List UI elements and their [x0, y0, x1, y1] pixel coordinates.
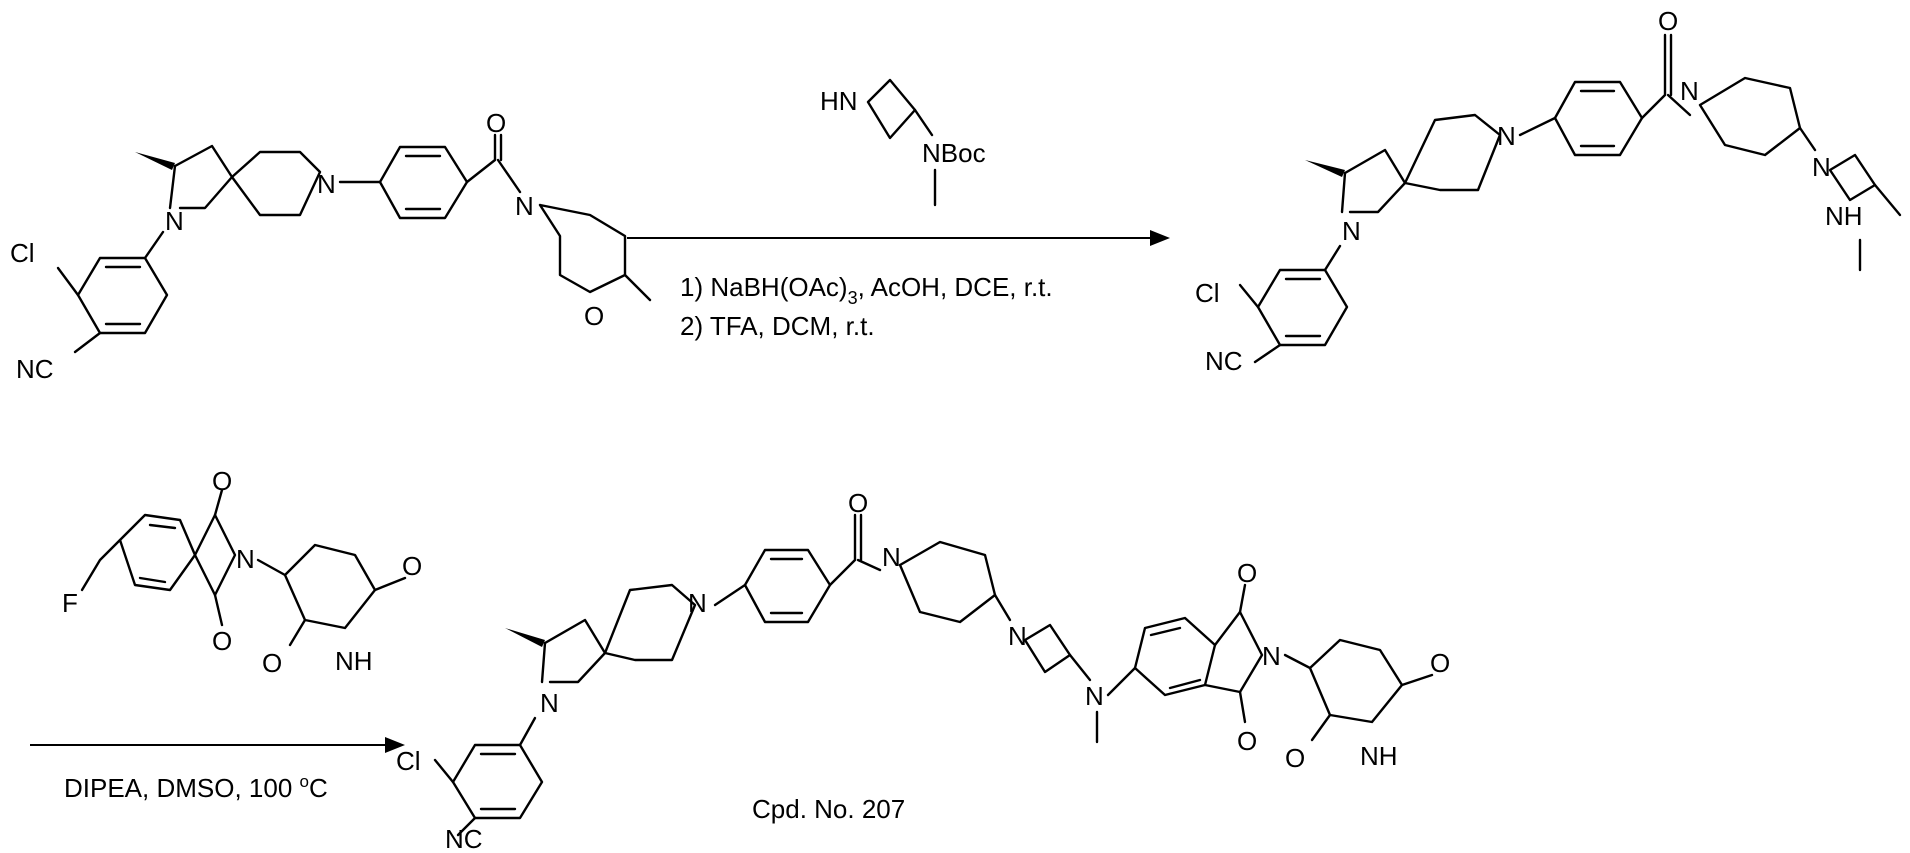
step1-conditions-line1: 1) NaBH(OAc)3, AcOH, DCE, r.t.	[680, 272, 1053, 308]
step1-arrowhead	[1150, 230, 1170, 246]
step2-reagent: F O O N O NH O	[62, 466, 422, 678]
stereo-wedge	[135, 152, 175, 170]
azetidine-hn-label: HN	[820, 86, 858, 116]
product-pyrrolidine-n: N	[540, 688, 559, 718]
compound-label: Cpd. No. 207	[752, 794, 905, 824]
nitrile-label: NC	[16, 354, 54, 384]
product-imide-n: N	[1262, 641, 1281, 671]
step2-conditions: DIPEA, DMSO, 100 oC	[64, 772, 328, 803]
product-chloro-label: Cl	[396, 746, 421, 776]
reagent-glutarimide-o1: O	[262, 648, 282, 678]
piperidinone-ring	[540, 205, 625, 292]
reagent-imide-o-top: O	[212, 466, 232, 496]
product-imide-o-top: O	[1237, 558, 1257, 588]
intermediate-amide-n: N	[1680, 76, 1699, 106]
chloro-cyanophenyl-ring	[78, 258, 167, 333]
product-amide-n: N	[882, 542, 901, 572]
product-imide-o-bottom: O	[1237, 726, 1257, 756]
reagent-imide-n: N	[236, 544, 255, 574]
product-carbonyl-o: O	[848, 488, 868, 518]
starting-material: N N O N O Cl NC	[10, 108, 650, 384]
intermediate-chloro-label: Cl	[1195, 278, 1220, 308]
piperidine-n: N	[317, 169, 336, 199]
reagent-glutarimide-o2: O	[402, 551, 422, 581]
ketone-o: O	[584, 301, 604, 331]
amide-n: N	[515, 191, 534, 221]
intermediate-azetidine-n: N	[1812, 152, 1831, 182]
reagent-imide-o-bottom: O	[212, 626, 232, 656]
intermediate-nitrile-label: NC	[1205, 346, 1243, 376]
product-glutarimide-nh: NH	[1360, 741, 1398, 771]
product-azetidine-n: N	[1008, 621, 1027, 651]
intermediate-pyrrolidine-n: N	[1342, 216, 1361, 246]
carbonyl-o: O	[486, 108, 506, 138]
intermediate: N N O N N NH Cl NC	[1195, 6, 1900, 376]
product-methylamine-n: N	[1085, 681, 1104, 711]
pyrrolidine-n: N	[165, 206, 184, 236]
intermediate-piperidine-n: N	[1497, 121, 1516, 151]
intermediate-carbonyl-o: O	[1658, 6, 1678, 36]
intermediate-nh-label: NH	[1825, 201, 1863, 231]
phenyl-ring	[380, 147, 467, 218]
piperidine-ring	[232, 152, 320, 215]
reagent-glutarimide-nh: NH	[335, 646, 373, 676]
product-nitrile-label: NC	[445, 824, 483, 853]
chloro-label: Cl	[10, 238, 35, 268]
product: N N O N N N O O N O NH O Cl	[396, 488, 1450, 853]
product-glutarimide-o1: O	[1285, 743, 1305, 773]
product-glutarimide-o2: O	[1430, 648, 1450, 678]
nboc-label: NBoc	[922, 138, 986, 168]
fluoro-label: F	[62, 588, 78, 618]
pyrrolidine-ring	[175, 146, 232, 208]
step1-conditions-line2: 2) TFA, DCM, r.t.	[680, 311, 875, 341]
step1-reagent: HN NBoc	[820, 80, 986, 205]
product-piperidine-n: N	[688, 588, 707, 618]
